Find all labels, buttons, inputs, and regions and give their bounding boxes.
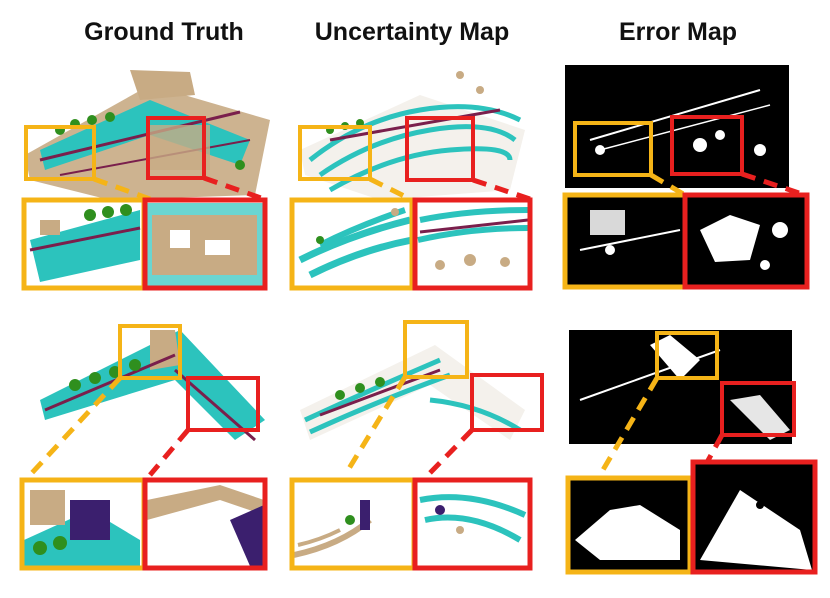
row2-error-overview: [569, 330, 792, 444]
row2-ground-truth-zoom-red: [147, 485, 264, 566]
row2-err-zoom-yellow-frame: [565, 475, 693, 575]
row1-error-overview: [565, 65, 789, 188]
row2-ground-truth-zoom-yellow: [24, 482, 142, 566]
row1-error-zoom-red: [687, 197, 805, 285]
row1-uncertainty-zoom-yellow: [298, 207, 413, 279]
row1-unc-red-box: [405, 116, 475, 182]
header-ground-truth: Ground Truth: [84, 18, 244, 46]
row1-error-zoom-yellow: [567, 197, 685, 285]
row2-err-zoom-red-frame: [690, 459, 818, 575]
row1-unc-yellow-box: [298, 125, 372, 181]
row2-error-zoom-red: [695, 464, 813, 570]
row2-gt-zoom-red-frame: [142, 477, 268, 571]
row1-err-yellow-box: [573, 121, 653, 177]
row2-gt-yellow-box: [118, 324, 182, 380]
row1-ground-truth-zoom-yellow: [29, 204, 141, 282]
row1-unc-zoom-red-frame: [412, 197, 533, 291]
row1-uncertainty-overview: [300, 71, 525, 200]
row2-unc-zoom-red-frame: [412, 477, 533, 571]
row2-uncertainty-overview: [300, 345, 525, 440]
row2-error-zoom-yellow: [570, 480, 688, 570]
header-error-map: Error Map: [618, 18, 738, 46]
header-uncertainty-map: Uncertainty Map: [314, 18, 510, 46]
row1-gt-yellow-box: [24, 125, 96, 181]
row2-unc-yellow-box: [403, 320, 469, 379]
row1-uncertainty-zoom-red: [417, 207, 529, 270]
row2-ground-truth-overview: [40, 330, 265, 442]
row1-gt-zoom-red-frame: [142, 197, 268, 291]
row1-unc-zoom-yellow-frame: [289, 197, 415, 291]
row1-err-zoom-red-frame: [682, 192, 810, 290]
row2-uncertainty-zoom-yellow: [293, 500, 372, 558]
row2-err-red-box: [720, 381, 796, 437]
row2-uncertainty-zoom-red: [419, 494, 527, 543]
row2-err-yellow-box: [655, 331, 719, 380]
row2-gt-red-box: [186, 376, 260, 432]
row1-gt-red-box: [146, 116, 206, 180]
row2-unc-red-box: [470, 373, 544, 432]
row1-err-red-box: [670, 115, 744, 176]
row1-ground-truth-zoom-red: [147, 203, 264, 286]
